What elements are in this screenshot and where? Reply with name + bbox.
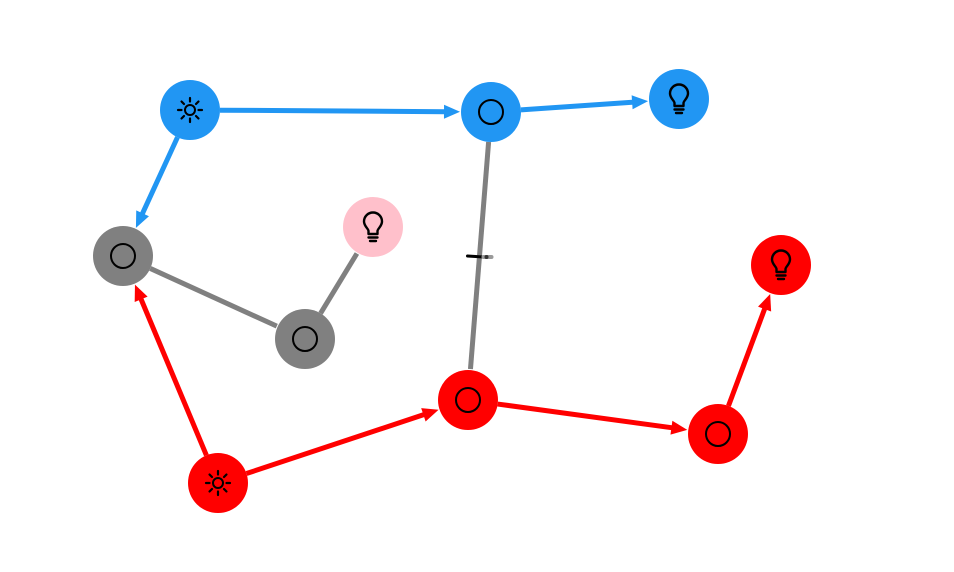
node-blue-bulb[interactable]	[649, 69, 709, 129]
node-circle	[93, 226, 153, 286]
arrowhead-icon	[135, 210, 149, 228]
node-blue-source[interactable]	[160, 80, 220, 140]
node-gray-mid[interactable]	[275, 309, 335, 369]
arrowhead-icon	[670, 420, 688, 435]
node-circle	[275, 309, 335, 369]
edge-line	[245, 411, 427, 476]
lightbulb-icon	[668, 83, 690, 115]
circle-icon	[478, 99, 504, 125]
arrowhead-icon	[134, 284, 148, 303]
edge-line	[149, 266, 278, 329]
edge-blue-source-to-blue-hub	[219, 104, 461, 119]
edge-line	[726, 306, 768, 407]
lightbulb-icon	[362, 211, 384, 243]
lightbulb-icon	[770, 249, 792, 281]
node-circle	[160, 80, 220, 140]
edge-blue-source-to-gray-left	[135, 136, 180, 228]
arrowhead-icon	[631, 95, 649, 110]
switch-icon[interactable]	[466, 254, 494, 259]
node-circle	[461, 82, 521, 142]
node-pink-bulb[interactable]	[343, 197, 403, 257]
node-red-source[interactable]	[188, 453, 248, 513]
edge-gray-mid-to-pink-bulb	[318, 252, 360, 315]
edge-red-right-to-red-bulb	[726, 294, 772, 407]
node-circle	[649, 69, 709, 129]
arrowhead-icon	[443, 104, 461, 119]
edge-line	[318, 252, 360, 315]
edge-blue-hub-to-blue-bulb	[520, 95, 649, 113]
edge-gray-left-to-gray-mid	[149, 266, 278, 329]
node-blue-hub[interactable]	[461, 82, 521, 142]
circle-icon	[292, 326, 318, 352]
sun-icon	[204, 469, 232, 497]
arrowhead-icon	[421, 408, 439, 422]
edge-red-source-to-red-hub	[245, 408, 439, 476]
node-circle	[438, 370, 498, 430]
sun-icon	[176, 96, 204, 124]
circle-icon	[455, 387, 481, 413]
edge-blue-hub-to-red-hub	[466, 141, 494, 370]
edge-line	[520, 99, 635, 113]
arrowhead-icon	[758, 294, 772, 312]
edge-line	[139, 136, 180, 217]
node-red-hub[interactable]	[438, 370, 498, 430]
node-gray-left[interactable]	[93, 226, 153, 286]
node-red-bulb[interactable]	[751, 235, 811, 295]
edge-line	[497, 401, 674, 431]
node-circle	[751, 235, 811, 295]
node-red-right[interactable]	[688, 404, 748, 464]
node-circle	[343, 197, 403, 257]
circle-icon	[110, 243, 136, 269]
nodes-layer	[93, 69, 811, 513]
edges-layer	[134, 95, 772, 476]
edge-line	[138, 296, 209, 457]
circle-icon	[705, 421, 731, 447]
node-circle	[688, 404, 748, 464]
edge-line	[219, 107, 447, 115]
edge-red-source-to-gray-left	[134, 284, 209, 457]
edge-red-hub-to-red-right	[497, 401, 688, 435]
node-circle	[188, 453, 248, 513]
